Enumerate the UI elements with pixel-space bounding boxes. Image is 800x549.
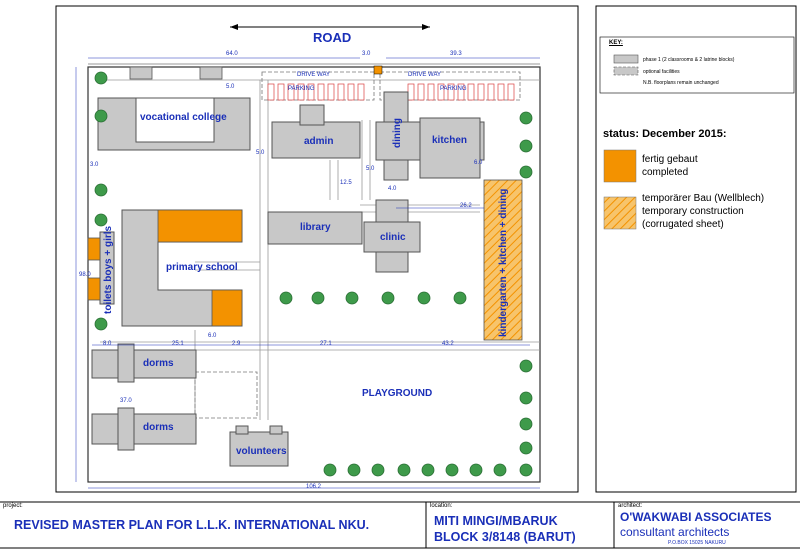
dim-25-1: 25.1 (172, 341, 184, 347)
label-playground: PLAYGROUND (362, 388, 433, 399)
drive-way-left: DRIVE WAY (297, 72, 331, 78)
dim-3-0: 3.0 (90, 162, 99, 168)
dim-top-left: 64.0 (226, 51, 238, 57)
dim-5-0-b: 5.0 (256, 150, 265, 156)
label-toilets: toilets boys + girls (103, 225, 114, 314)
key-title: KEY: (609, 40, 623, 46)
label-clinic: clinic (380, 232, 406, 243)
label-library: library (300, 222, 331, 233)
architect-address: P.O.BOX 15025 NAKURU (668, 540, 726, 546)
dim-5-0-a: 5.0 (226, 84, 235, 90)
dim-gate: 3.0 (362, 51, 371, 57)
road-label: ROAD (313, 30, 352, 45)
dim-26-2: 26.2 (460, 203, 472, 209)
location-label: location: (430, 503, 453, 509)
dim-5-0-c: 5.0 (366, 166, 375, 172)
status-title: status: December 2015: (603, 128, 727, 140)
parking-left: PARKING (288, 86, 315, 92)
dim-106-2: 106.2 (306, 484, 322, 490)
label-admin: admin (304, 136, 334, 147)
label-primary-school: primary school (166, 262, 238, 273)
status-temporary-de: temporärer Bau (Wellblech) (642, 193, 765, 204)
status-completed-en: completed (642, 167, 689, 178)
label-volunteers: volunteers (236, 446, 287, 457)
dim-12-5: 12.5 (340, 180, 352, 186)
label-kindergarten: kindergarten + kitchen + dining (498, 188, 509, 337)
label-kitchen: kitchen (432, 135, 468, 146)
project-title: REVISED MASTER PLAN FOR L.L.K. INTERNATI… (14, 518, 370, 532)
location-line-2: BLOCK 3/8148 (BARUT) (434, 530, 576, 544)
dim-8-0: 8.0 (103, 341, 112, 347)
architect-subtitle: consultant architects (620, 525, 730, 539)
label-dining: dining (392, 118, 403, 148)
key-phase1: phase 1 (2 classrooms & 2 latrine blocks… (643, 57, 735, 63)
project-label: project: (3, 503, 23, 509)
key-optional: optional facilities (643, 69, 680, 75)
dim-43-2: 43.2 (442, 341, 454, 347)
key-note: N.B. floorplans remain unchanged (643, 80, 719, 86)
status-completed-de: fertig gebaut (642, 154, 698, 165)
status-temporary-en2: (corrugated sheet) (642, 219, 724, 230)
dim-98-0: 98.0 (79, 272, 91, 278)
dim-2-9: 2.9 (232, 341, 241, 347)
parking-right: PARKING (440, 86, 467, 92)
dim-37-0: 37.0 (120, 398, 132, 404)
dim-27-1: 27.1 (320, 341, 332, 347)
label-dorms-2: dorms (143, 422, 174, 433)
dim-6-0-b: 6.0 (208, 333, 217, 339)
architect-name: O'WAKWABI ASSOCIATES (620, 510, 772, 524)
dim-6-0: 6.0 (474, 160, 483, 166)
label-vocational-college: vocational college (140, 112, 227, 123)
dim-top-right: 39.3 (450, 51, 462, 57)
location-line-1: MITI MINGI/MBARUK (434, 514, 558, 528)
architect-label: architect: (618, 503, 643, 509)
status-temporary-en: temporary construction (642, 206, 744, 217)
drive-way-right: DRIVE WAY (408, 72, 442, 78)
label-dorms-1: dorms (143, 358, 174, 369)
dim-4-0: 4.0 (388, 186, 397, 192)
